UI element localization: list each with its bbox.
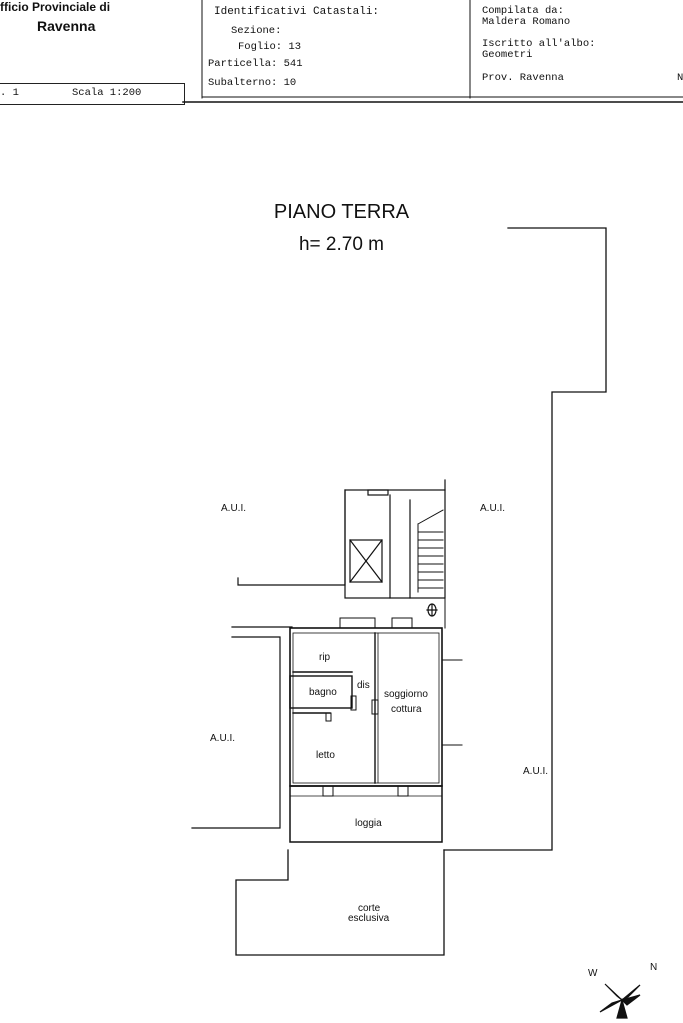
bagno-walls — [289, 675, 353, 709]
lift-shaft — [349, 539, 383, 583]
room-soggiorno: soggiorno — [384, 689, 428, 700]
cadastral-subalterno: Subalterno: 10 — [208, 77, 297, 89]
left-outline-top — [237, 489, 346, 586]
room-corte: corte — [358, 903, 381, 914]
room-cottura: cottura — [391, 704, 422, 715]
stair-window — [367, 489, 389, 496]
room-esclusiva: esclusiva — [348, 913, 390, 924]
loggia-walls — [289, 785, 443, 843]
meter-symbol — [426, 604, 438, 616]
compiler-name: Maldera Romano — [482, 16, 571, 28]
scale-box — [0, 83, 185, 105]
stair-treads — [417, 509, 444, 593]
stair-block — [344, 479, 446, 599]
aui-label-right: A.U.I. — [523, 766, 549, 777]
scale-label: Scala 1:200 — [72, 87, 142, 99]
lift-cross-2 — [349, 539, 383, 583]
province: Prov. Ravenna — [482, 72, 564, 84]
room-loggia: loggia — [355, 818, 382, 829]
cadastral-title: Identificativi Catastali: — [214, 6, 380, 18]
room-dis: dis — [357, 680, 370, 691]
aui-label-top-left: A.U.I. — [221, 503, 247, 514]
internal-walls — [289, 632, 379, 784]
corte-outline — [235, 849, 445, 956]
aui-label-left: A.U.I. — [210, 733, 236, 744]
room-bagno: bagno — [309, 687, 337, 698]
left-outline-mid2 — [191, 636, 281, 829]
cadastral-foglio: Foglio: 13 — [238, 41, 302, 53]
right-wall-ticks — [441, 597, 463, 746]
room-rip: rip — [319, 652, 331, 663]
office-name-line1: fficio Provinciale di — [0, 0, 111, 14]
sheet-fragment-right: N — [677, 72, 683, 84]
compiler-label: Compilata da: — [482, 5, 564, 17]
right-building-outline — [443, 227, 607, 851]
plan-height: h= 2.70 m — [298, 234, 385, 255]
compass-w-label: W — [588, 968, 598, 979]
header-frame — [182, 0, 683, 103]
compass-rose — [599, 983, 641, 1019]
compass-n-label: N — [650, 962, 658, 973]
sheet-number: . 1 — [0, 87, 19, 99]
room-letto: letto — [316, 750, 335, 761]
plan-title: PIANO TERRA — [273, 201, 410, 223]
office-name-line2: Ravenna — [37, 18, 96, 34]
profession: Geometri — [482, 49, 533, 61]
aui-label-top-right: A.U.I. — [480, 503, 506, 514]
cadastral-sezione: Sezione: — [231, 25, 282, 37]
cadastral-particella: Particella: 541 — [208, 58, 303, 70]
registered-label: Iscritto all'albo: — [482, 38, 596, 50]
